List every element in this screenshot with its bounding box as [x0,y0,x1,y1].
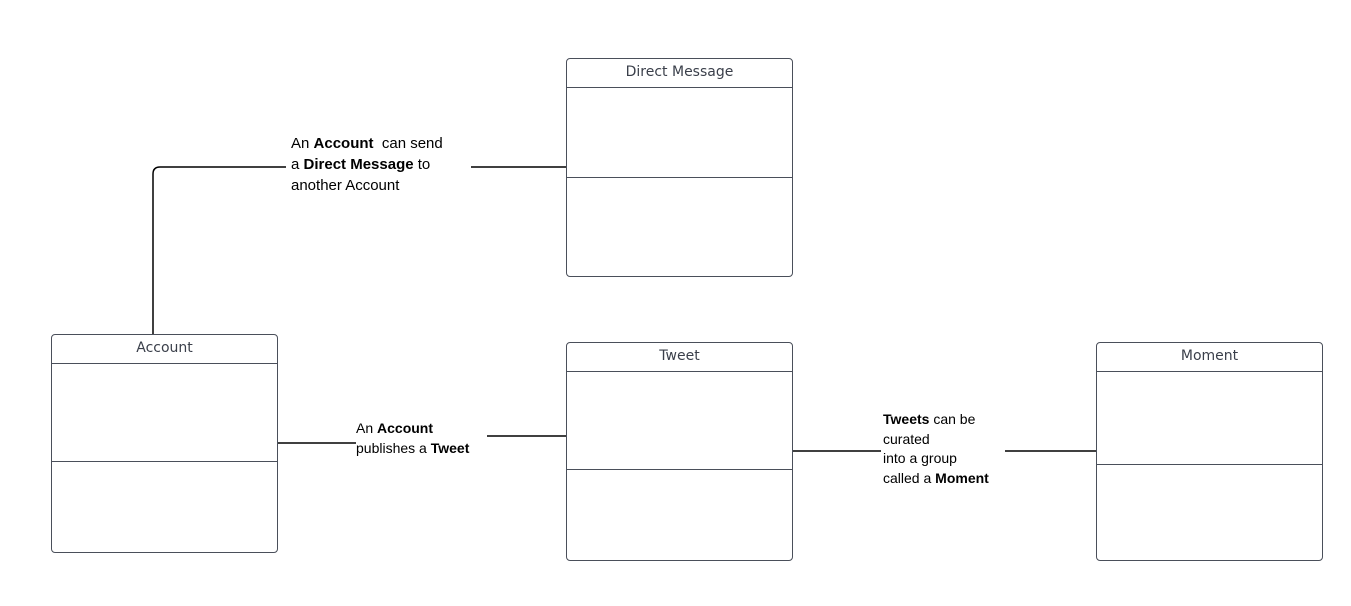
connector-account-tweet [277,435,566,444]
class-tweet-divider [567,469,792,470]
class-account-title: Account [52,335,277,364]
relation-label-account-direct-message: An Account can send a Direct Message to … [291,133,443,196]
relation-label-line: a Direct Message to [291,156,431,173]
class-moment-divider [1097,464,1322,465]
class-tweet-title: Tweet [567,343,792,372]
class-direct-message-title: Direct Message [567,59,792,88]
class-moment-title: Moment [1097,343,1322,372]
relation-label-line: called a Moment [883,469,989,486]
relation-label-line: An Account can send [291,135,443,152]
relation-label-line: Tweets can be [883,411,976,427]
connector-account-direct-message [152,166,566,334]
class-account[interactable]: Account [51,334,278,553]
relation-label-line: curated [883,430,930,447]
relation-label-line: publishes a Tweet [356,439,470,456]
class-direct-message[interactable]: Direct Message [566,58,793,277]
relation-label-account-tweet: An Account publishes a Tweet [356,419,470,458]
class-tweet[interactable]: Tweet [566,342,793,561]
class-direct-message-divider [567,177,792,178]
relation-label-line: into a group [883,450,957,466]
relation-label-line: another Account [291,177,400,194]
relation-label-line: An Account [356,420,434,436]
class-moment[interactable]: Moment [1096,342,1323,561]
relation-label-tweet-moment: Tweets can be curated into a group calle… [883,410,989,488]
class-account-divider [52,461,277,462]
